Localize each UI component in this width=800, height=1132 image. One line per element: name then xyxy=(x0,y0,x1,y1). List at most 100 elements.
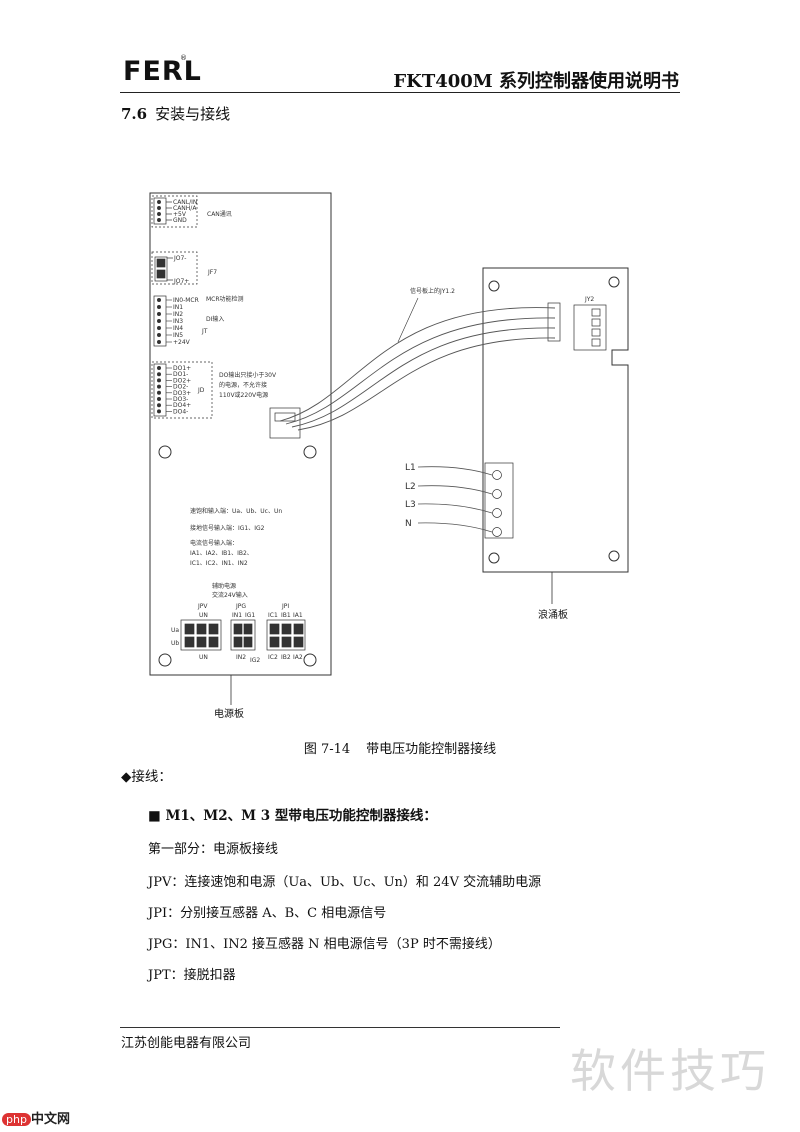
do-pin xyxy=(157,409,161,414)
jf7-top-label: JO7- xyxy=(173,255,186,262)
ic2-label: IC2 xyxy=(268,654,278,661)
di-pin xyxy=(157,305,161,309)
do-connector xyxy=(151,361,213,419)
ua-label: Ua xyxy=(171,627,179,634)
footer-company: 江苏创能电器有限公司 xyxy=(121,1036,252,1051)
body-line-jpt: JPT：接脱扣器 xyxy=(148,968,236,983)
di-input-label: DI输入 xyxy=(206,315,224,323)
body-line-jpi: JPI：分别接互感器 A、B、C 相电源信号 xyxy=(148,906,387,921)
brand-logo: FERL xyxy=(123,56,202,87)
di-pin-label: IN1 xyxy=(173,304,183,311)
jpi-label: JPI xyxy=(281,603,289,610)
figure-title: 带电压功能控制器接线 xyxy=(366,742,497,757)
signal-cable-label: 信号板上的JY1.2 xyxy=(410,287,455,295)
line-terminal-block xyxy=(484,462,514,539)
jpi-connector xyxy=(266,619,306,651)
di-pin xyxy=(157,340,161,344)
do-pin xyxy=(157,378,161,383)
mount-hole xyxy=(608,276,620,288)
do-pin xyxy=(157,397,161,401)
ground-input-note: 接地信号输入端：IG1、IG2 xyxy=(190,524,265,532)
di-pin xyxy=(157,312,161,316)
do-pins: DO1+DO1-DO2+DO2-DO3+DO3-DO4+DO4- xyxy=(157,365,191,415)
jf7-connector xyxy=(151,251,198,285)
wiring-subheading: ■ M1、M2、M 3 型带电压功能控制器接线： xyxy=(148,808,437,824)
watermark-text: 软件技巧 xyxy=(570,1044,770,1098)
do-pin xyxy=(157,372,161,377)
line-label: L2 xyxy=(405,482,416,492)
jd-group-label: JD xyxy=(197,387,205,394)
ia1-label: IA1 xyxy=(293,612,303,619)
ic1-label: IC1 xyxy=(268,612,278,619)
in2-label: IN2 xyxy=(236,654,246,661)
header-rule xyxy=(120,92,680,93)
figure-caption: 图 7-14 带电压功能控制器接线 xyxy=(0,738,800,757)
surge-board-label: 浪涌板 xyxy=(538,610,568,621)
do-pin-label: DO2+ xyxy=(173,377,191,384)
can-label: CANH/A xyxy=(173,205,197,212)
di-pin xyxy=(157,333,161,337)
ig1-label: IG1 xyxy=(245,612,255,619)
di-pin-label: IN0-MCR xyxy=(173,297,199,304)
do-pin-label: DO1- xyxy=(173,371,188,378)
ib2-label: IB2 xyxy=(281,654,291,661)
ub-label: Ub xyxy=(171,640,179,647)
mount-hole xyxy=(488,552,500,564)
body-line-jpg: JPG：IN1、IN2 接互感器 N 相电源信号（3P 时不需接线） xyxy=(148,937,501,952)
section-number: 7.6 xyxy=(121,105,148,123)
jpg-label: JPG xyxy=(235,603,246,610)
di-pin xyxy=(157,326,161,330)
figure-number: 图 7-14 xyxy=(303,742,351,757)
line-label: L1 xyxy=(405,463,416,473)
registered-mark: ® xyxy=(180,54,187,62)
di-pin-label: IN5 xyxy=(173,332,183,339)
section-heading: 7.6 安装与接线 xyxy=(121,103,230,124)
jf7-group-label: JF7 xyxy=(207,269,217,276)
can-label: +5V xyxy=(173,211,187,218)
un-label: UN xyxy=(199,612,208,619)
can-group-label: CAN通讯 xyxy=(207,210,232,218)
jt-group-label: JT xyxy=(201,328,208,335)
jf7-bottom-label: JO7+ xyxy=(173,278,189,285)
do-note: DO输出只接小于30V xyxy=(219,371,277,379)
current-input-list: IA1、IA2、IB1、IB2、 xyxy=(190,550,253,557)
do-pin-label: DO4- xyxy=(173,408,188,415)
mount-hole xyxy=(158,445,172,459)
body-line-part1: 第一部分：电源板接线 xyxy=(148,842,279,857)
mount-hole xyxy=(303,445,317,459)
signal-cable xyxy=(279,307,556,431)
do-pin-label: DO1+ xyxy=(173,365,191,372)
mount-hole xyxy=(488,280,500,292)
body-line-jpv: JPV：连接速饱和电源（Ua、Ub、Uc、Un）和 24V 交流辅助电源 xyxy=(148,875,542,890)
do-pin-label: DO4+ xyxy=(173,402,191,409)
jpv-connector xyxy=(180,619,222,651)
power-board-outline xyxy=(149,192,332,676)
mount-hole xyxy=(303,653,317,667)
line-label: N xyxy=(405,519,412,529)
line-wires xyxy=(417,466,493,533)
di-pin-label: +24V xyxy=(173,339,191,346)
do-pin-label: DO2- xyxy=(173,384,188,391)
can-label: CANL/IN xyxy=(173,199,197,206)
di-pin-label: IN4 xyxy=(173,325,183,332)
aux-power-note: 辅助电源 xyxy=(212,582,236,590)
do-pin xyxy=(157,384,161,389)
signal-cable-leader xyxy=(397,297,419,343)
section-title: 安装与接线 xyxy=(155,105,231,123)
di-pin xyxy=(157,298,161,302)
do-pin-label: DO3+ xyxy=(173,390,191,397)
in1-label: IN1 xyxy=(232,612,242,619)
current-input-list: IC1、IC2、IN1、IN2 xyxy=(190,560,248,567)
do-pin xyxy=(157,403,161,408)
mount-hole xyxy=(608,550,620,562)
mount-hole xyxy=(158,653,172,667)
can-label: GND xyxy=(173,217,187,224)
do-pin-label: DO3- xyxy=(173,396,188,403)
mcr-note: MCR功能检测 xyxy=(206,295,244,303)
di-pin xyxy=(157,319,161,323)
surge-board-outline xyxy=(482,267,629,573)
un-label: UN xyxy=(199,654,208,661)
jy2-label: JY2 xyxy=(584,296,594,303)
